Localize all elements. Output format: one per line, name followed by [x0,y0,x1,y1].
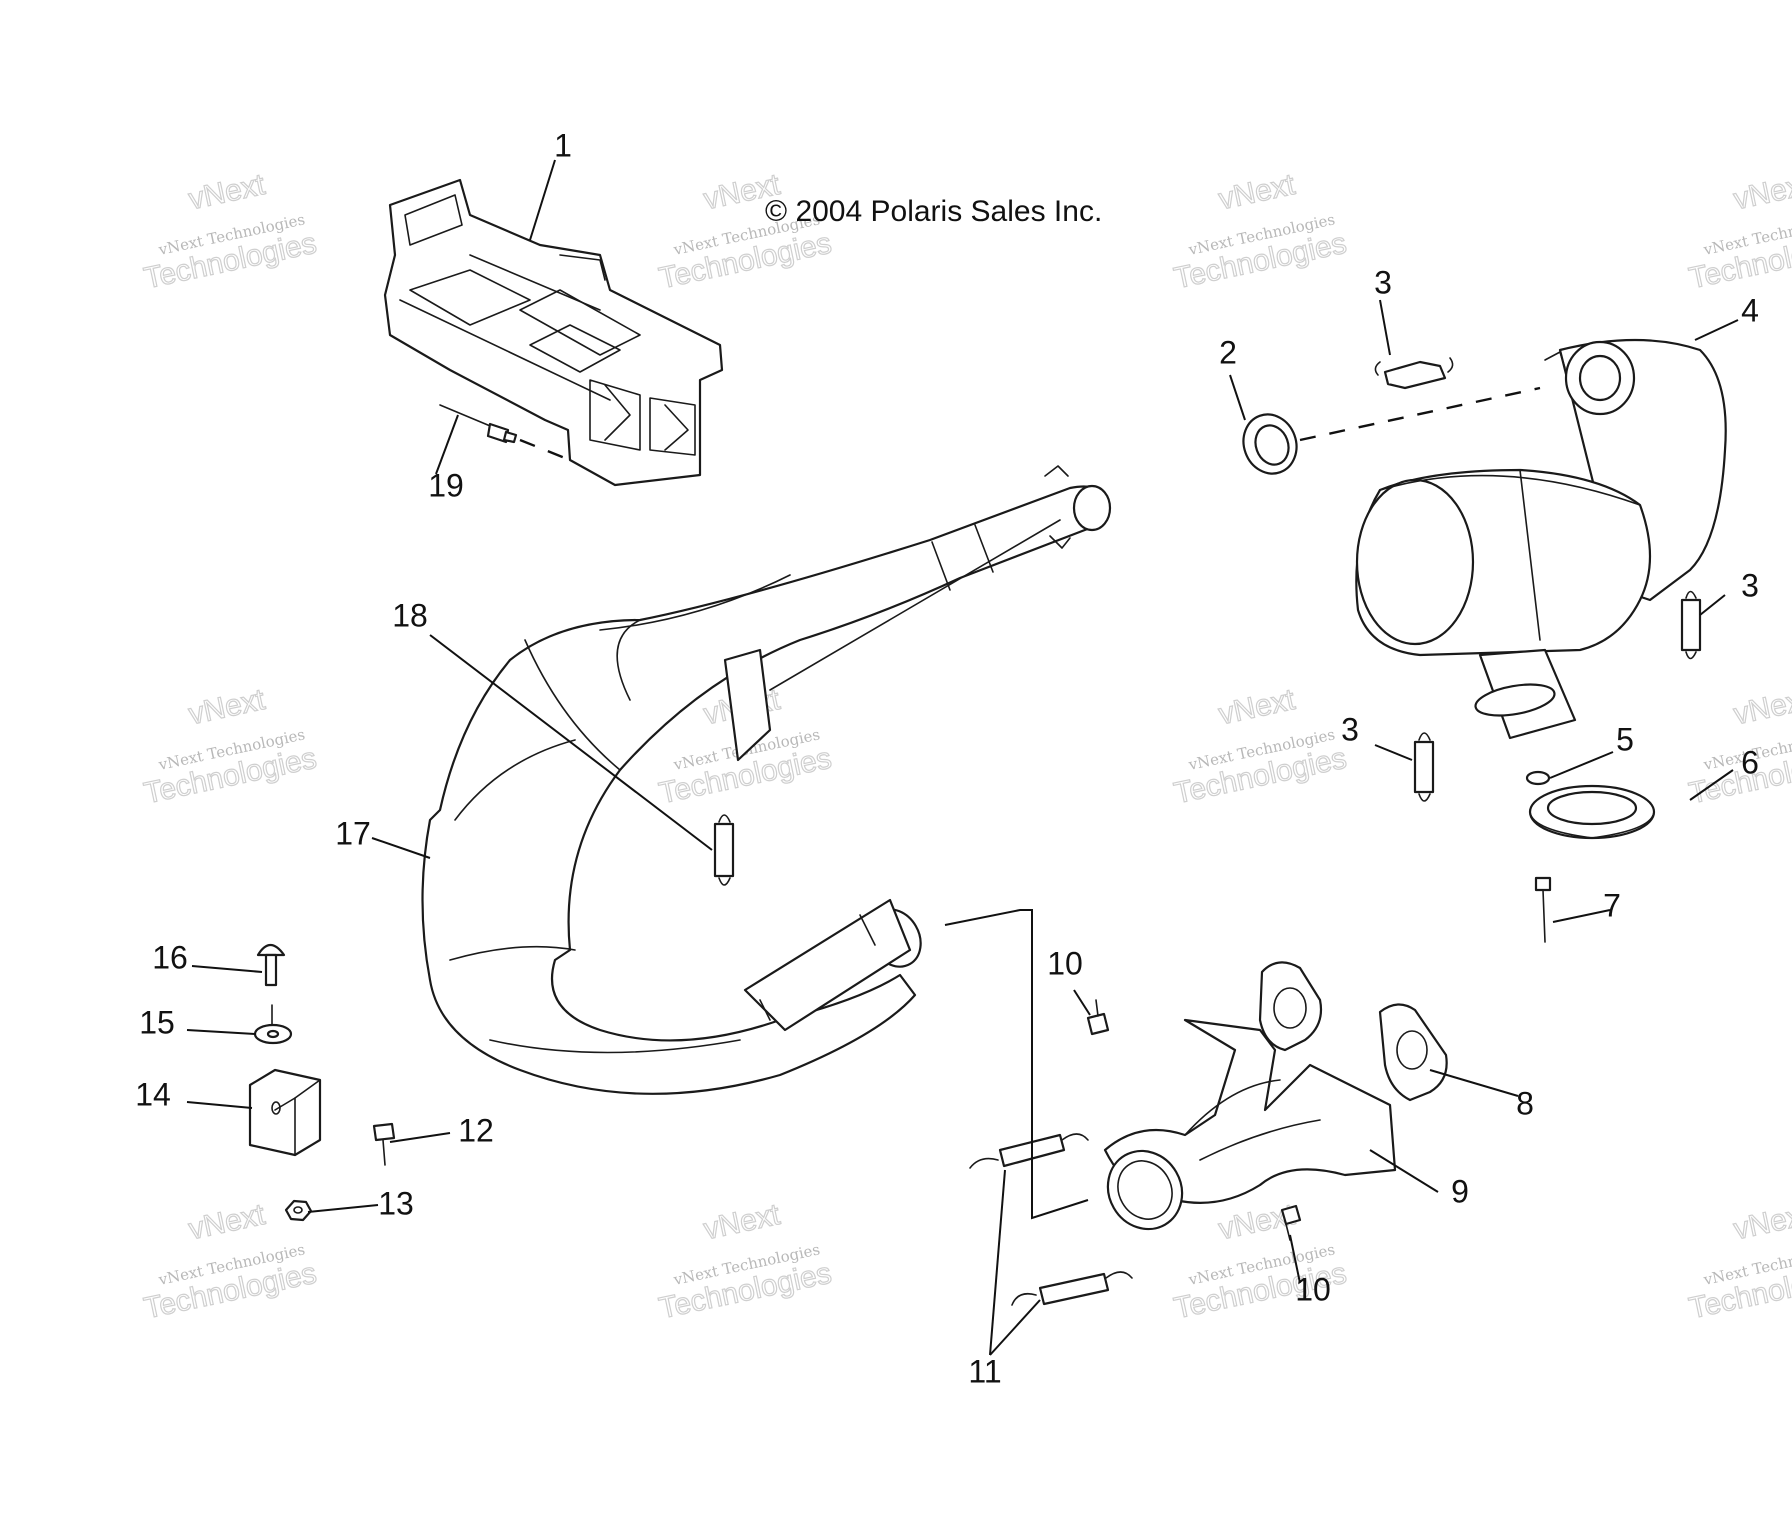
watermark-top-text: vNext [701,1198,784,1246]
mount-bracket-part [248,1068,322,1157]
callout-3-top: 3 [1374,264,1392,300]
mounting-plate-part [383,178,724,487]
callout-3-lower: 3 [1341,711,1359,747]
watermark-top-text: vNext [1731,168,1792,216]
exhaust-spring-part-b [1011,1271,1133,1306]
callout-12: 12 [458,1112,494,1148]
manifold-bolt-part-b [1280,1204,1302,1241]
assembly-reference-line [944,909,1089,1220]
hex-nut-part [284,1199,313,1222]
manifold-bolt-part-a [1086,999,1110,1036]
leader-lines [186,159,1739,1356]
stud-bolt-part [1534,876,1552,943]
callout-14: 14 [135,1076,171,1112]
callout-labels: 1 2 3 3 3 4 5 6 7 8 9 10 10 11 12 13 14 … [135,127,1759,1389]
hex-bolt-part [372,1122,396,1166]
callout-10-top: 10 [1047,945,1083,981]
callout-18: 18 [392,597,428,633]
callout-6: 6 [1741,744,1759,780]
callout-10-bottom: 10 [1295,1271,1331,1307]
callout-15: 15 [139,1004,175,1040]
callout-7: 7 [1603,887,1621,923]
muffler-gasket-part [1528,784,1656,840]
mount-washer-part [253,1004,293,1045]
callout-3-right: 3 [1741,567,1759,603]
expansion-chamber-pipe-part [421,465,1112,1095]
watermark-top-text: vNext [1216,683,1299,731]
exhaust-manifold-part [1103,1018,1397,1231]
callout-17: 17 [335,815,371,851]
gasket-ring-part [1242,386,1541,475]
watermark-top-text: vNext [186,683,269,731]
callout-9: 9 [1451,1173,1469,1209]
callout-1: 1 [554,127,572,163]
washer-part [1525,770,1551,786]
pipe-spring-part [713,814,735,886]
rubber-mount-part [256,943,286,987]
manifold-gasket-part-b [1378,1003,1448,1102]
spring-part-a [1374,357,1454,390]
muffler-part [1355,338,1727,740]
callout-5: 5 [1616,721,1634,757]
callout-4: 4 [1741,292,1759,328]
copyright-text: © 2004 Polaris Sales Inc. [765,195,1102,228]
pin-part [439,404,571,462]
watermark-top-text: vNext [186,168,269,216]
spring-part-c [1413,732,1435,802]
watermark-top-text: vNext [1216,168,1299,216]
watermark-top-text: vNext [186,1198,269,1246]
callout-19: 19 [428,467,464,503]
watermark-top-text: vNext [1731,683,1792,731]
spring-part-b [1680,590,1702,660]
callout-13: 13 [378,1185,414,1221]
manifold-gasket-part-a [1258,961,1323,1052]
callout-8: 8 [1516,1085,1534,1121]
callout-11: 11 [968,1353,1001,1389]
callout-16: 16 [152,939,188,975]
exhaust-spring-part-a [969,1133,1089,1169]
callout-2: 2 [1219,334,1237,370]
watermark-top-text: vNext [1731,1198,1792,1246]
